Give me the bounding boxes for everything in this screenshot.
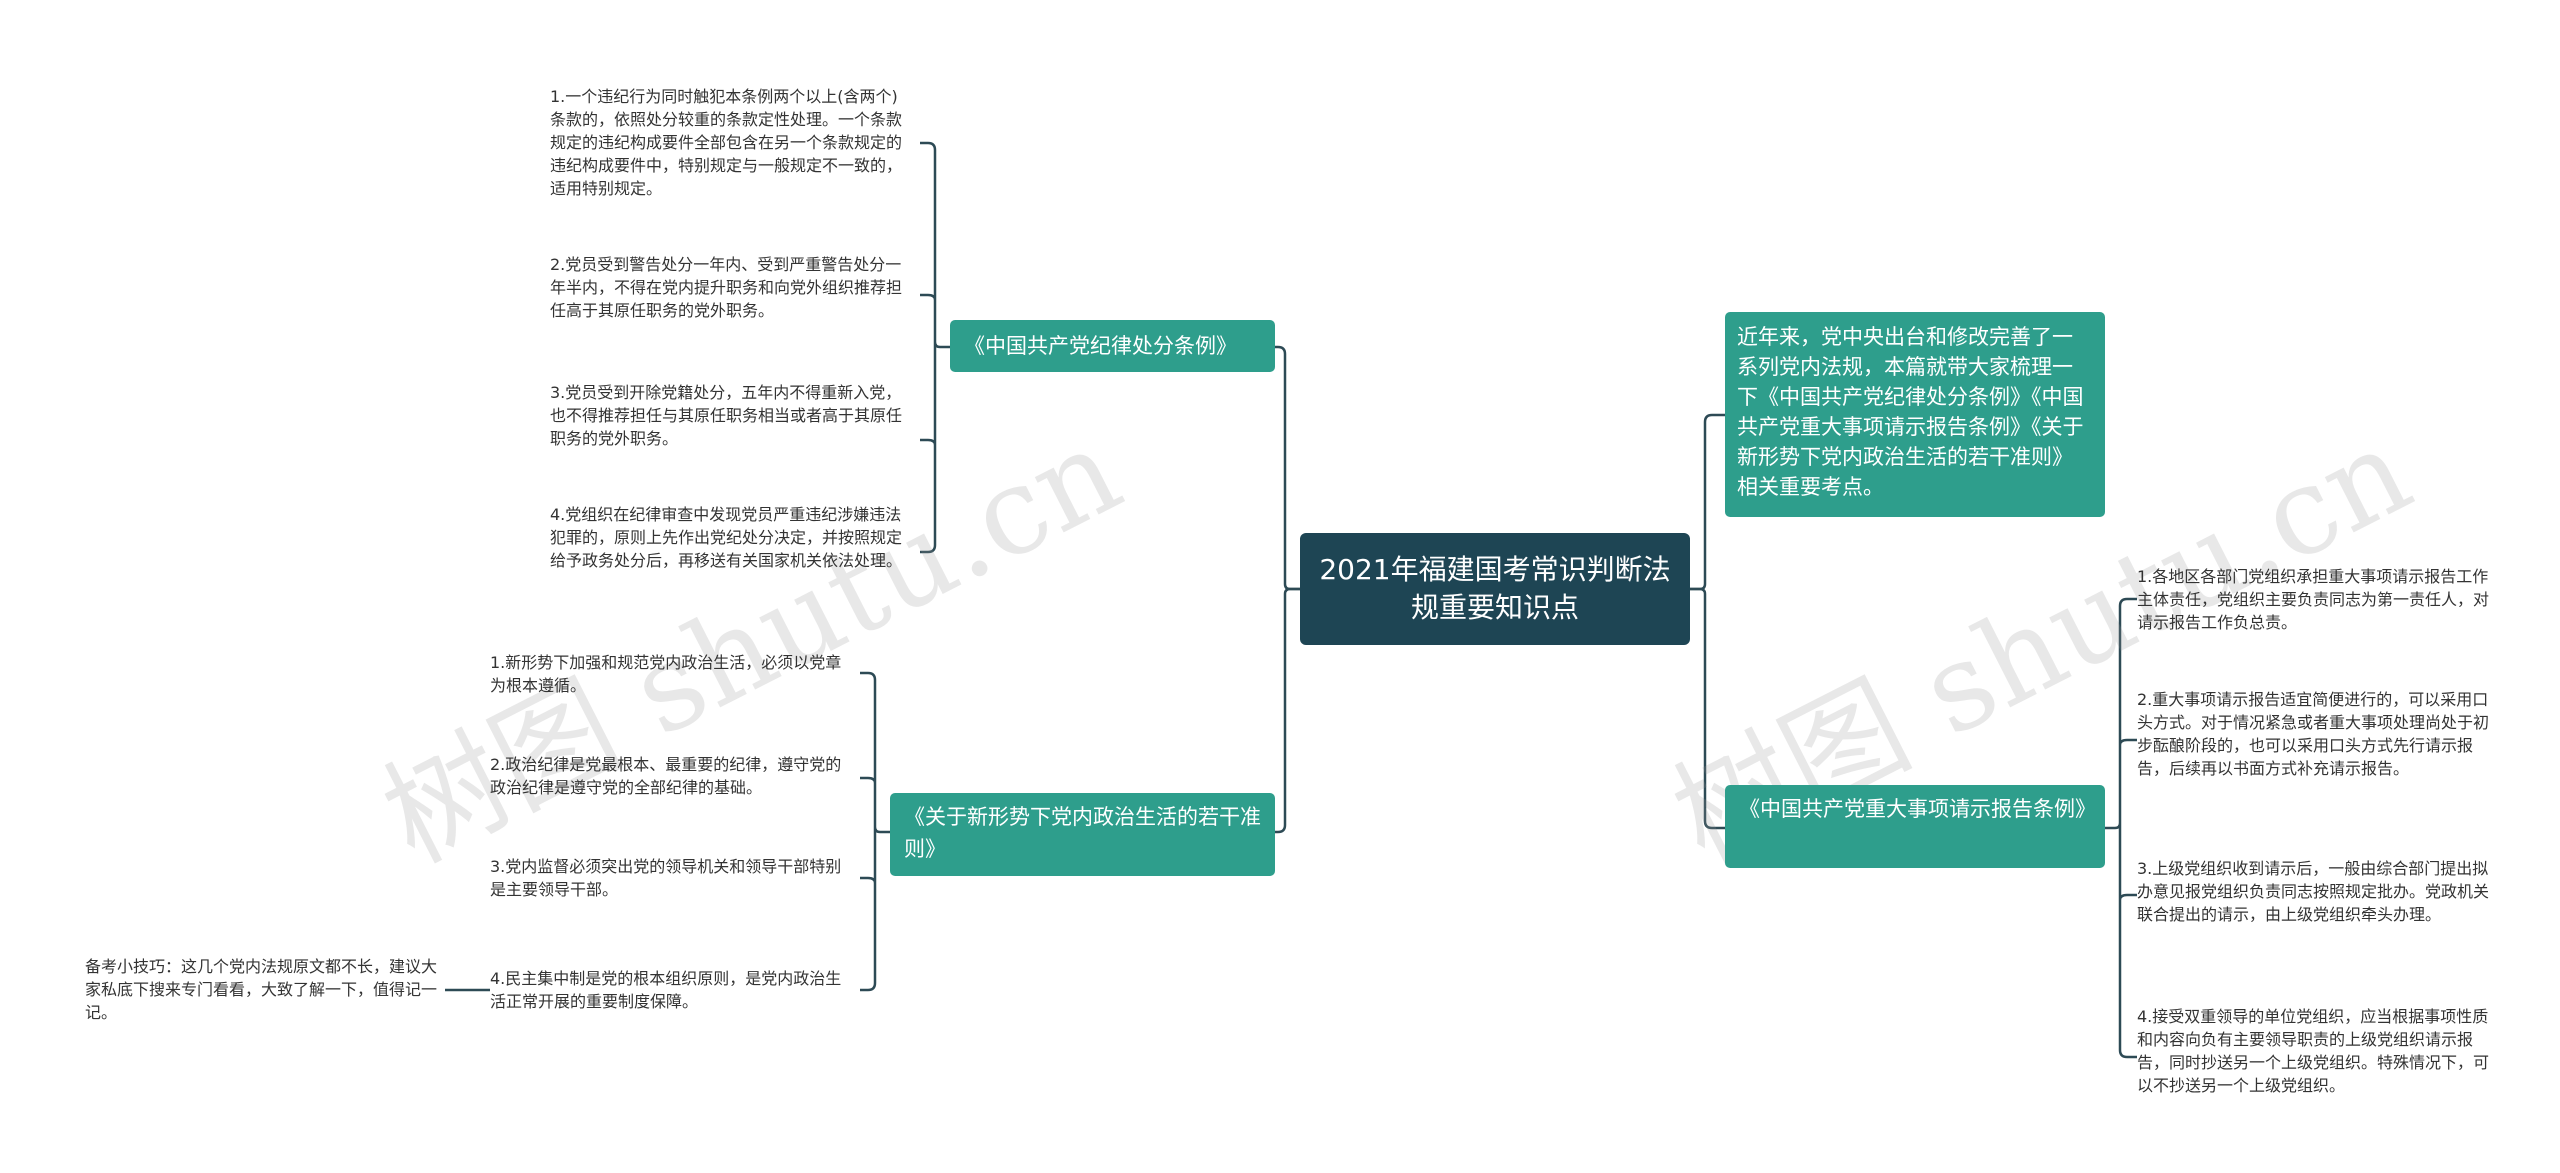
politics-leaf-4[interactable]: 4.民主集中制是党的根本组织原则，是党内政治生活正常开展的重要制度保障。 xyxy=(490,969,842,1011)
link-root-report xyxy=(1690,587,1725,830)
politics-leaf-2[interactable]: 2.政治纪律是党最根本、最重要的纪律，遵守党的政治纪律是遵守党的全部纪律的基础。 xyxy=(490,755,842,797)
link-root-politics xyxy=(1275,587,1300,834)
politics-leaf-1[interactable]: 1.新形势下加强和规范党内政治生活，必须以党章为根本遵循。 xyxy=(490,653,842,695)
discipline-leaf-4[interactable]: 4.党组织在纪律审查中发现党员严重违纪涉嫌违法犯罪的，原则上先作出党纪处分决定，… xyxy=(550,505,903,570)
study-tip-note[interactable]: 备考小技巧：这几个党内法规原文都不长，建议大家私底下搜来专门看看，大致了解一下，… xyxy=(85,957,438,1022)
link-root-discipline xyxy=(1275,345,1300,591)
report-leaf-4[interactable]: 4.接受双重领导的单位党组织，应当根据事项性质和内容向负有主要领导职责的上级党组… xyxy=(2137,1007,2490,1095)
link-discipline-leaves xyxy=(920,141,950,554)
branch-report-regulations[interactable]: 《中国共产党重大事项请示报告条例》 xyxy=(1725,785,2105,868)
root-topic[interactable]: 2021年福建国考常识判断法规重要知识点 xyxy=(1300,533,1690,645)
discipline-leaf-3[interactable]: 3.党员受到开除党籍处分，五年内不得重新入党，也不得推荐担任与其原任职务相当或者… xyxy=(550,383,903,448)
report-leaf-1[interactable]: 1.各地区各部门党组织承担重大事项请示报告工作主体责任，党组织主要负责同志为第一… xyxy=(2137,567,2490,632)
discipline-leaf-1[interactable]: 1.一个违纪行为同时触犯本条例两个以上(含两个)条款的，依照处分较重的条款定性处… xyxy=(550,87,903,198)
report-leaf-2[interactable]: 2.重大事项请示报告适宜简便进行的，可以采用口头方式。对于情况紧急或者重大事项处… xyxy=(2137,690,2490,778)
link-report-leaves xyxy=(2105,597,2137,1059)
report-leaf-3[interactable]: 3.上级党组织收到请示后，一般由综合部门提出拟办意见报党组织负责同志按照规定批办… xyxy=(2137,859,2490,924)
discipline-leaf-2[interactable]: 2.党员受到警告处分一年内、受到严重警告处分一年半内，不得在党内提升职务和向党外… xyxy=(550,255,903,320)
politics-leaf-3[interactable]: 3.党内监督必须突出党的领导机关和领导干部特别是主要领导干部。 xyxy=(490,857,842,899)
intro-node[interactable]: 近年来，党中央出台和修改完善了一系列党内法规，本篇就带大家梳理一下《中国共产党纪… xyxy=(1725,312,2105,517)
link-root-intro xyxy=(1690,413,1725,591)
branch-political-life-guidelines[interactable]: 《关于新形势下党内政治生活的若干准则》 xyxy=(890,793,1275,876)
link-politics-leaves xyxy=(860,671,890,992)
branch-discipline-regulations[interactable]: 《中国共产党纪律处分条例》 xyxy=(950,320,1275,372)
